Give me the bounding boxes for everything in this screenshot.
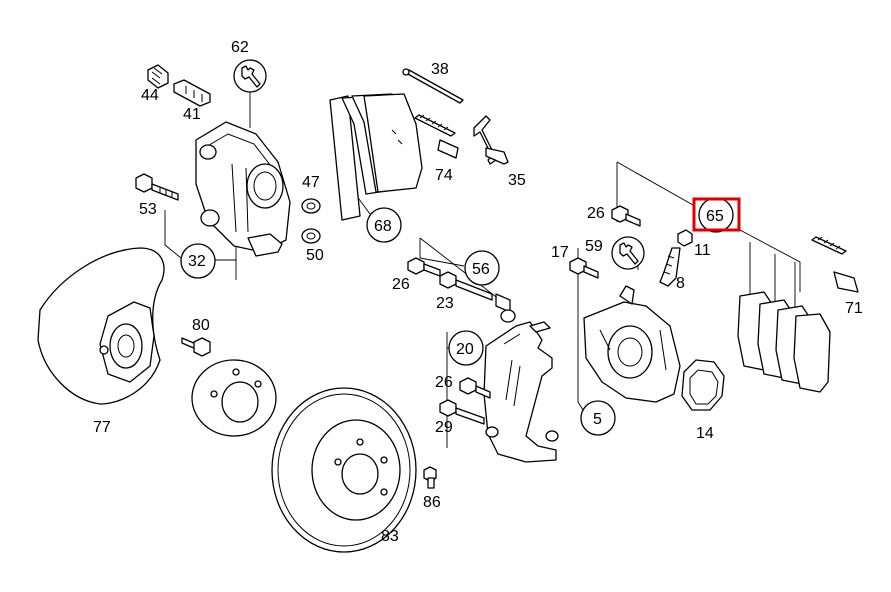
label-20: 20 <box>456 341 474 358</box>
part-41-bleeder <box>173 79 211 107</box>
label-65: 65 <box>706 208 724 225</box>
part-left-caliper <box>195 121 291 257</box>
label-38: 38 <box>431 61 449 78</box>
label-50: 50 <box>306 247 324 264</box>
part-53-bolt <box>135 173 179 201</box>
label-35: 35 <box>508 172 526 189</box>
part-35-spreader <box>473 115 509 165</box>
part-71-wear-sensor <box>811 236 859 293</box>
part-77-backing-plate <box>37 247 165 405</box>
label-56: 56 <box>472 261 490 278</box>
part-47-washer <box>301 198 321 214</box>
part-26-bolt-upper <box>407 257 441 277</box>
label-26-lower: 26 <box>435 374 453 391</box>
part-86-screw <box>423 466 437 489</box>
label-80: 80 <box>192 317 210 334</box>
part-23-guide-pin <box>439 271 493 301</box>
part-74-spring <box>414 114 459 159</box>
part-17-bolt <box>569 257 599 279</box>
label-74: 74 <box>435 167 453 184</box>
part-50-washer <box>301 228 321 244</box>
part-65-brake-pads <box>737 291 831 393</box>
label-14: 14 <box>696 425 714 442</box>
label-83: 83 <box>381 528 399 545</box>
part-8-bleeder <box>659 247 681 287</box>
part-83-brake-rotor <box>271 387 417 553</box>
label-59: 59 <box>585 238 603 255</box>
part-wheel-hub <box>191 359 277 437</box>
label-47: 47 <box>302 174 320 191</box>
label-32: 32 <box>188 253 206 270</box>
label-44: 44 <box>141 87 159 104</box>
part-80-bolt <box>181 337 211 357</box>
label-11: 11 <box>694 242 711 259</box>
label-26-right: 26 <box>587 205 605 222</box>
label-62: 62 <box>231 39 249 56</box>
label-86: 86 <box>423 494 441 511</box>
part-68-brake-pads <box>329 93 423 221</box>
label-26-upper: 26 <box>392 276 410 293</box>
label-53: 53 <box>139 201 157 218</box>
part-11-cap <box>677 229 693 247</box>
label-77: 77 <box>93 419 111 436</box>
label-29: 29 <box>435 419 453 436</box>
part-26-bolt-lower <box>459 377 491 399</box>
callout-circles <box>180 197 734 436</box>
wrench-icon-62 <box>233 59 267 93</box>
label-41: 41 <box>183 106 201 123</box>
label-68: 68 <box>374 218 392 235</box>
label-23: 23 <box>436 295 454 312</box>
part-labels: 62 44 41 38 74 35 47 50 53 32 68 56 26 2… <box>93 39 863 545</box>
part-guide-sleeves <box>495 293 516 323</box>
label-5: 5 <box>593 411 602 428</box>
label-17: 17 <box>551 244 569 261</box>
part-14-spring-plate <box>681 359 725 411</box>
part-26-bolt-right <box>611 205 641 227</box>
part-right-caliper <box>583 285 681 403</box>
part-caliper-bracket <box>483 321 559 463</box>
label-8: 8 <box>676 275 685 292</box>
part-29-bolt <box>439 399 485 425</box>
part-44-sleeve <box>147 64 169 89</box>
label-71: 71 <box>845 300 863 317</box>
highlight-box-65 <box>692 197 741 232</box>
wrench-icon-59 <box>611 236 645 270</box>
part-38-pin <box>402 68 464 104</box>
